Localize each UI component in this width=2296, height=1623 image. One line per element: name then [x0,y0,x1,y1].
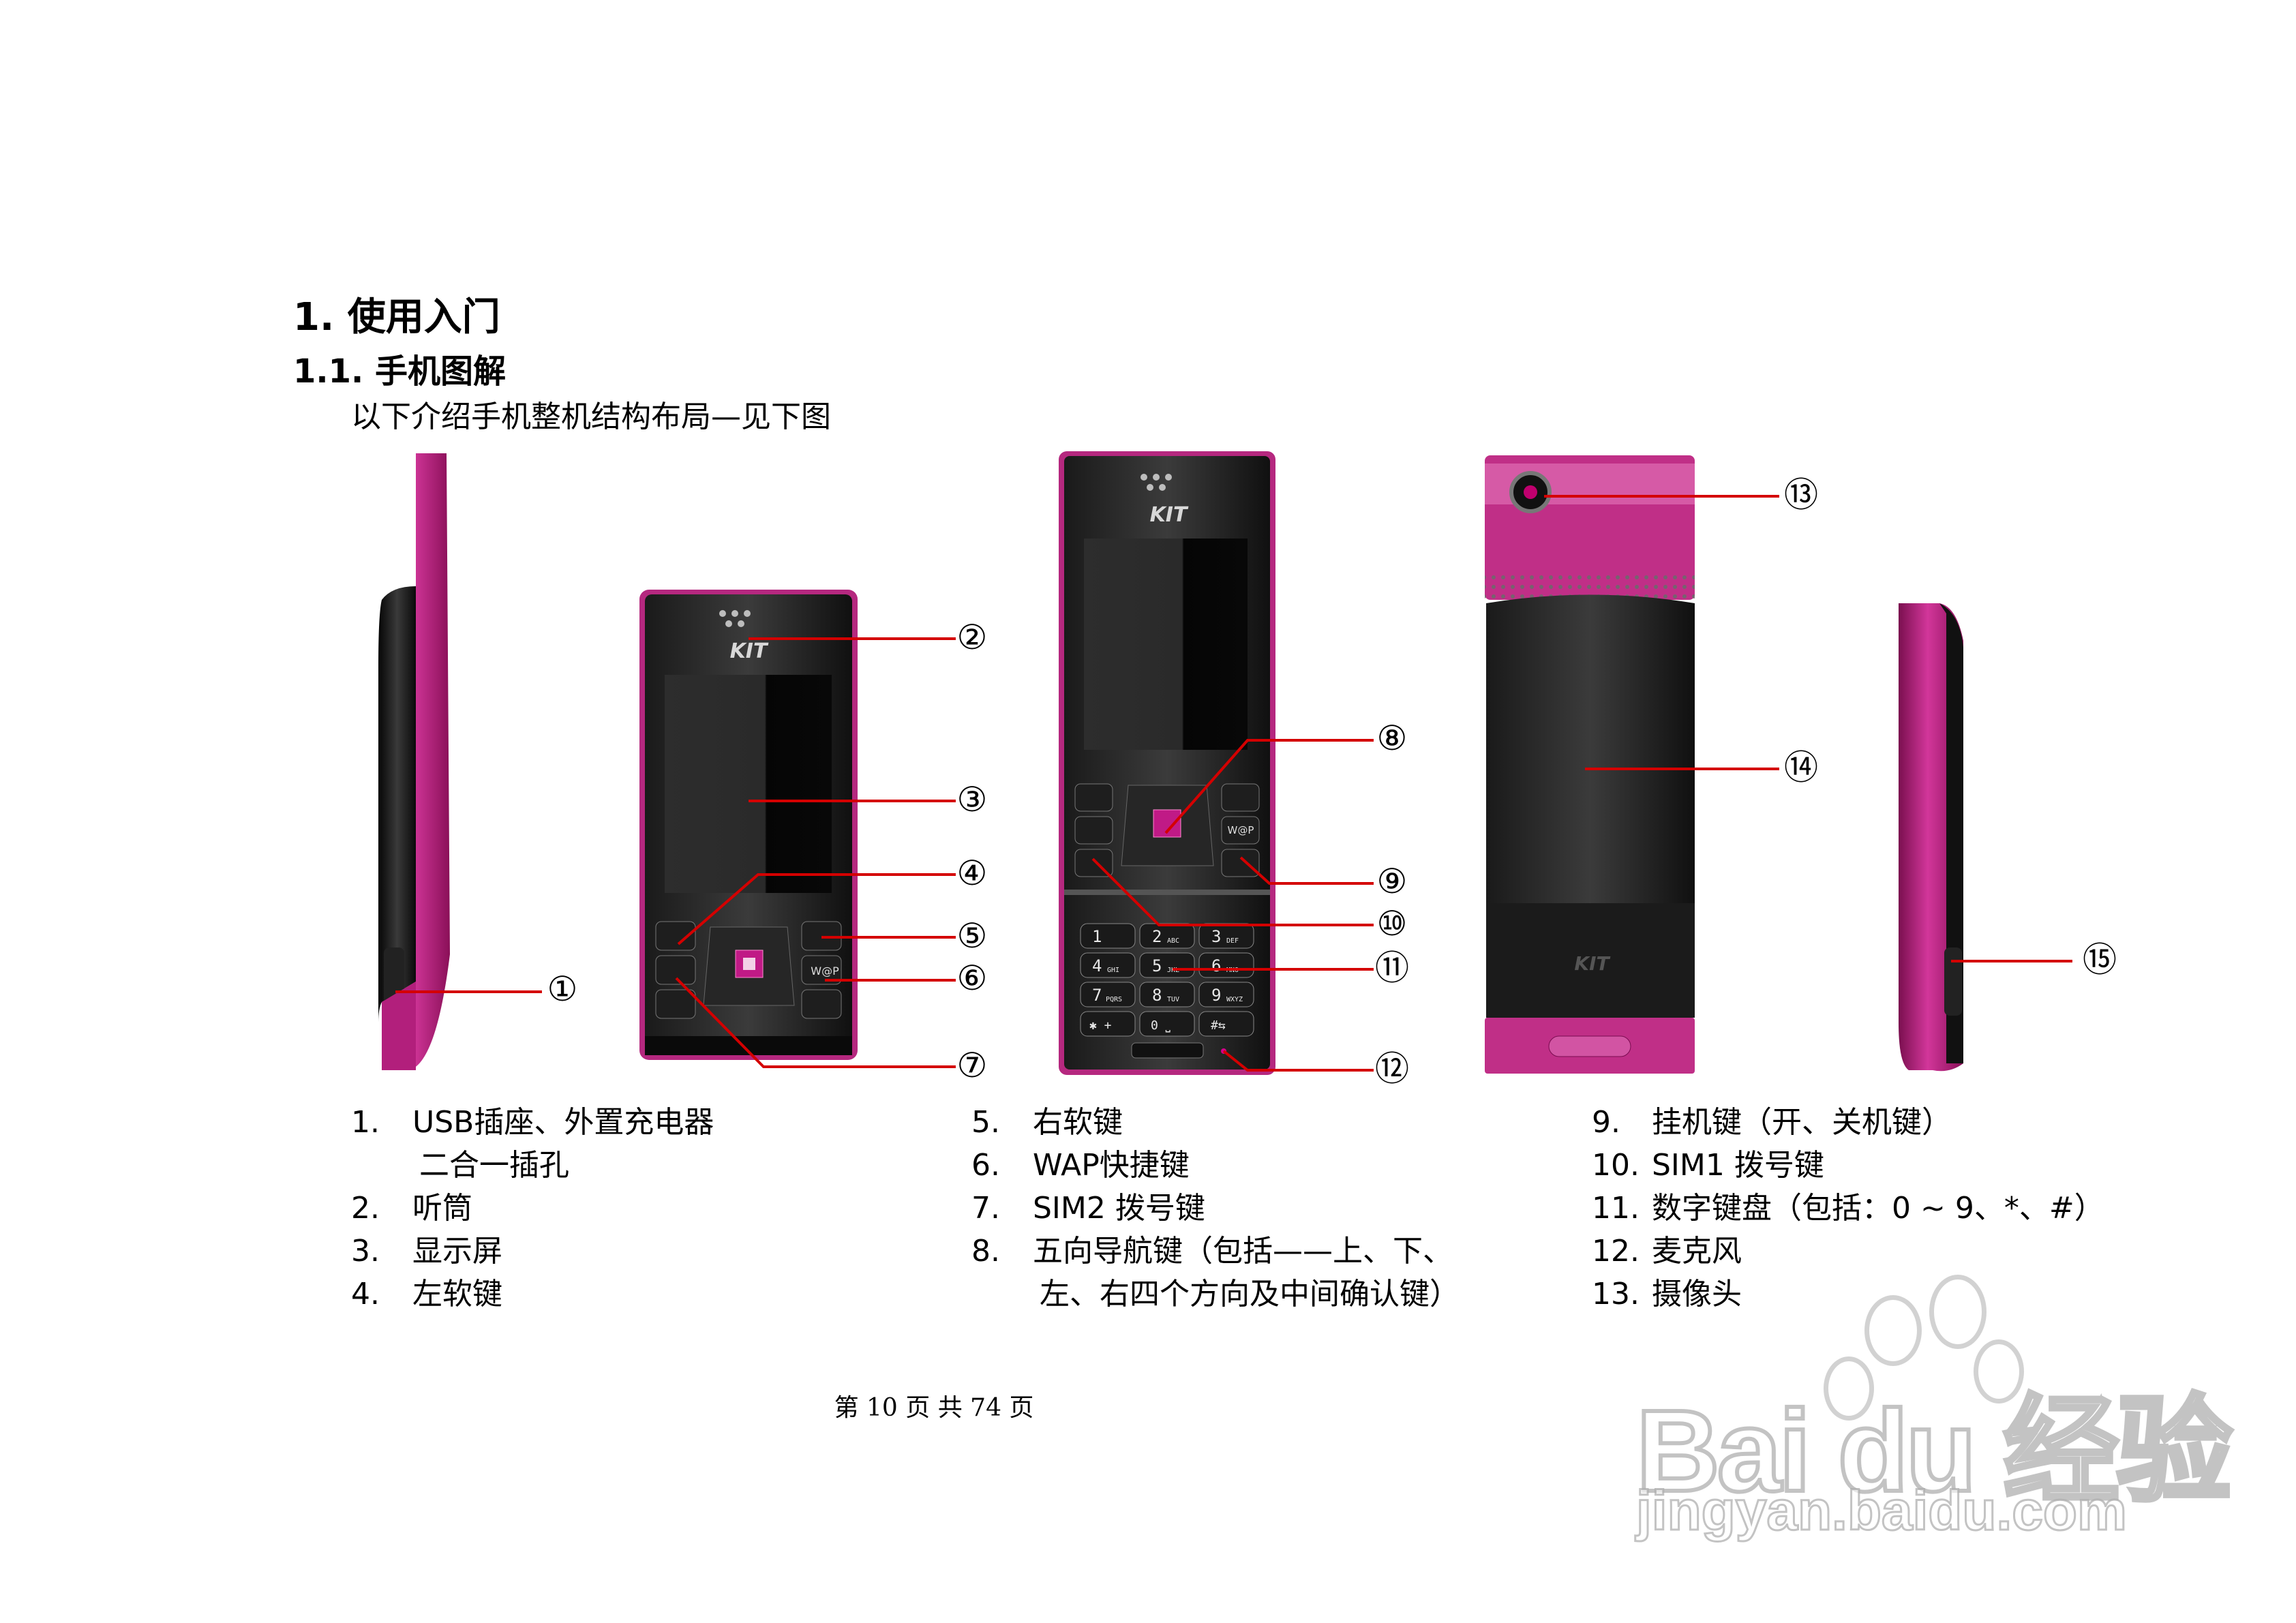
legend-text: USB插座、外置充电器 [412,1101,714,1144]
legend-num: 6. [971,1144,1033,1187]
callout-4: ④ [957,853,988,893]
callout-12: ⑫ [1375,1049,1409,1089]
callout-13: ⑬ [1784,475,1818,515]
legend-text: 挂机键（开、关机键） [1652,1101,1952,1144]
legend-num: 3. [351,1230,412,1273]
legend-text: 摄像头 [1652,1273,1742,1316]
key-5: 5 [1152,956,1162,975]
legend-item: 11.数字键盘（包括：0 ~ 9、*、#） [1592,1187,2104,1230]
key-3-letters: DEF [1226,937,1239,945]
legend-num: 11. [1592,1187,1652,1230]
key-8: 8 [1152,986,1162,1005]
wap-label: W@P [811,965,839,977]
legend-text: 数字键盘（包括：0 ~ 9、*、#） [1652,1187,2104,1230]
key-hash: #⇆ [1211,1018,1226,1033]
legend-item: 7.SIM2 拨号键 [971,1187,1460,1230]
callout-1: ① [547,969,578,1009]
callout-15: ⑮ [2083,940,2117,980]
legend-num: 9. [1592,1101,1652,1144]
legend-text: 显示屏 [412,1230,502,1273]
legend-text: SIM2 拨号键 [1033,1187,1205,1230]
key-3: 3 [1211,927,1221,946]
callout-7: ⑦ [957,1046,988,1085]
legend-item: 1.USB插座、外置充电器 [351,1101,714,1144]
legend-text: 右软键 [1033,1101,1123,1144]
phone-front-closed: KIT W@P [639,590,858,1060]
legend-text-cont: 左、右四个方向及中间确认键） [971,1273,1460,1316]
legend-num: 13. [1592,1273,1652,1316]
callout-8: ⑧ [1377,718,1408,758]
key-7-letters: PQRS [1106,996,1122,1003]
legend-column-1: 1.USB插座、外置充电器 二合一插孔 2.听筒 3.显示屏 4.左软键 [351,1101,714,1316]
legend-item: 10.SIM1 拨号键 [1592,1144,2104,1187]
key-4: 4 [1092,956,1102,975]
wap-label-open: W@P [1228,824,1254,836]
callout-3: ③ [957,780,988,819]
legend-num: 10. [1592,1144,1652,1187]
legend-column-3: 9.挂机键（开、关机键） 10.SIM1 拨号键 11.数字键盘（包括：0 ~ … [1592,1101,2104,1316]
legend-num: 1. [351,1101,412,1144]
legend-item: 2.听筒 [351,1187,714,1230]
brand-logo: KIT [730,639,769,663]
legend-num: 8. [971,1230,1033,1273]
legend-num: 2. [351,1187,412,1230]
callout-9: ⑨ [1377,862,1408,901]
key-7: 7 [1092,986,1102,1005]
phone-back: KIT [1485,455,1695,1074]
brand-logo-back: KIT [1574,952,1610,975]
legend-num: 12. [1592,1230,1652,1273]
legend-text: 五向导航键（包括——上、下、 [1033,1230,1453,1273]
legend-item: 9.挂机键（开、关机键） [1592,1101,2104,1144]
brand-logo-open: KIT [1150,503,1189,527]
legend-item: 3.显示屏 [351,1230,714,1273]
legend-text: WAP快捷键 [1033,1144,1190,1187]
callout-14: ⑭ [1784,748,1818,787]
key-9: 9 [1211,986,1221,1005]
key-1: 1 [1092,927,1102,946]
page-footer: 第 10 页 共 74 页 [0,1388,1868,1423]
key-star: ✱ + [1089,1018,1112,1033]
phone-side-right [1899,603,1963,1071]
key-9-letters: WXYZ [1226,996,1243,1003]
watermark-url: jingyan.baidu.com [1636,1479,2127,1543]
phone-front-open: KIT W@P 1 2 ABC 3 DEF [1059,451,1275,1075]
paw-toe-icon [1864,1295,1922,1366]
legend-text-cont: 二合一插孔 [351,1144,714,1187]
callout-11: ⑪ [1375,948,1409,988]
legend-item: 6.WAP快捷键 [971,1144,1460,1187]
callout-6: ⑥ [957,958,988,998]
legend-text: 左软键 [412,1273,502,1316]
legend-item: 12.麦克风 [1592,1230,2104,1273]
phone-diagram: KIT W@P KIT W@P [0,0,2296,1104]
legend-item: 8.五向导航键（包括——上、下、 [971,1230,1460,1273]
legend-num: 5. [971,1101,1033,1144]
phone-side-left [378,453,450,1070]
legend-item: 4.左软键 [351,1273,714,1316]
paw-toe-icon [1929,1275,1987,1349]
legend-column-2: 5.右软键 6.WAP快捷键 7.SIM2 拨号键 8.五向导航键（包括——上、… [971,1101,1460,1316]
key-2: 2 [1152,927,1162,946]
key-2-letters: ABC [1167,937,1179,945]
callout-5: ⑤ [957,916,988,956]
key-4-letters: GHI [1107,967,1119,974]
legend-item: 5.右软键 [971,1101,1460,1144]
legend-text: SIM1 拨号键 [1652,1144,1824,1187]
callout-10: ⑩ [1377,904,1408,943]
key-6: 6 [1211,956,1221,975]
legend-text: 麦克风 [1652,1230,1742,1273]
legend-text: 听筒 [412,1187,472,1230]
legend-item: 13.摄像头 [1592,1273,2104,1316]
key-0: 0 ⎵ [1151,1018,1171,1033]
legend-num: 4. [351,1273,412,1316]
legend-num: 7. [971,1187,1033,1230]
key-8-letters: TUV [1167,996,1179,1003]
callout-2: ② [957,618,988,657]
